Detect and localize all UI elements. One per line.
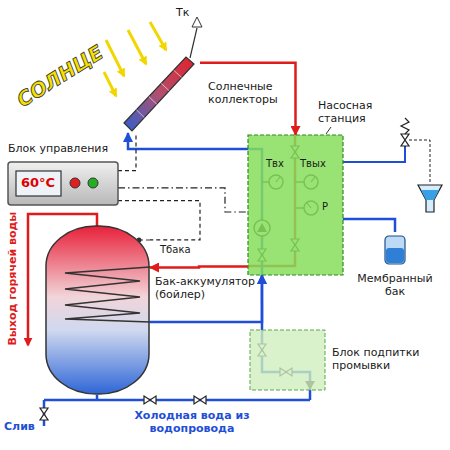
heat-coil [65,267,150,322]
valve-spring [401,118,409,134]
node-label: Блок управления [8,142,128,155]
membrane-tank: Мембранный бак [382,232,408,266]
control-unit: Блок управления60°C [8,162,118,205]
node-label: Мембранный бак [348,272,442,298]
pipe-connector [200,63,296,135]
valve-symbol [144,396,156,404]
pump-station: Насосная станция [248,135,343,275]
makeup-unit: Блок подпитки промывки [250,330,325,390]
pipe-connector [150,265,248,268]
valve-symbol [194,396,206,404]
tank-body [46,226,149,394]
sensor-label: Твых [300,158,326,170]
funnel-water [421,190,439,200]
node-label: Насосная станция [318,99,410,125]
sun-ray [128,30,146,64]
sun-ray [150,22,166,50]
drain-label: Слив [4,420,35,433]
sensor-label: Тбака [160,244,191,256]
outlet-label: Выход горячей воды [6,211,19,347]
signal-wire [118,133,136,171]
pump-shape [248,135,343,275]
node-label: Солнечные коллекторы [208,80,288,106]
node-label: Блок подпитки промывки [332,346,432,372]
sensor-label: Твх [266,158,284,170]
pipe-connector [150,275,262,322]
drain-valve [40,408,48,420]
pump-station-box [248,135,343,275]
pipe-connector [261,275,264,330]
tank-shape [45,225,150,395]
signal-wire [118,188,248,212]
drain-funnel [418,185,442,212]
control-box [8,162,118,205]
node-label: Бак-аккумулятор (бойлер) [155,275,255,301]
panel-rib [136,110,144,118]
pipe-connector [128,133,248,149]
indicator-led [70,178,80,188]
sensor-wire [190,28,197,58]
drain-line [409,140,430,182]
panel-rib [174,70,182,77]
storage-tank: Бак-аккумулятор (бойлер) [45,225,150,395]
sensor-symbol [192,17,202,27]
safety-valve [401,134,409,146]
cold-pipe [44,399,310,402]
collector-shape [120,55,200,133]
solar-collector: Солнечные коллекторы [120,55,200,133]
sun-ray [106,40,124,76]
panel-rib [161,83,169,90]
sensor-label: Тк [176,6,189,19]
safety-pipe [343,146,405,162]
sun-ray [104,72,116,96]
membrane-shape [382,232,408,266]
makeup-box [250,330,325,390]
membrane-tank-body [385,236,405,264]
inlet-label: Холодная вода из водопровода [112,409,272,435]
sun-label: СОЛНЦЕ [10,38,111,113]
display-screen [16,171,61,196]
indicator-led [88,178,98,188]
display-value: 60°C [21,175,55,191]
leader-line [326,127,331,134]
pressure-label: P [322,201,328,213]
makeup-shape [250,330,325,390]
collector-panel [124,57,194,131]
panel-rib [149,97,157,105]
pipe-connector [343,219,395,232]
membrane-water [386,248,404,263]
